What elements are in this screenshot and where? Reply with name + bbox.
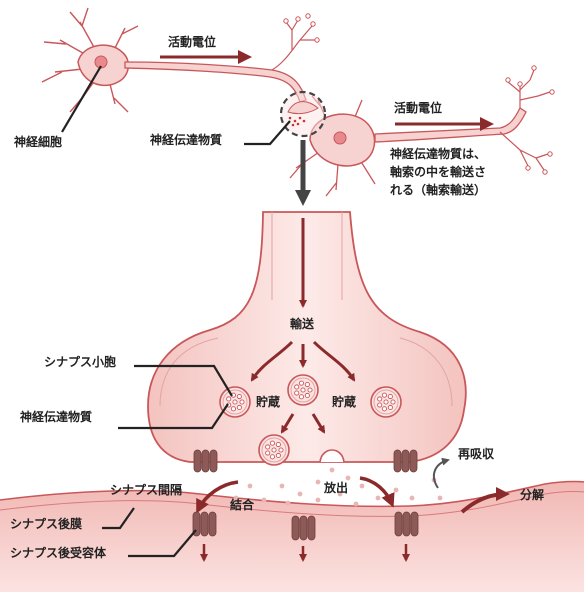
neurotransmitter-top-label: 神経伝達物質 — [150, 132, 222, 147]
vesicles — [219, 374, 402, 466]
postsynaptic-membrane-label: シナプス後膜 — [10, 516, 82, 531]
synaptic-vesicle-label: シナプス小胞 — [44, 354, 116, 369]
release-label: 放出 — [323, 480, 348, 495]
decomposition-arrow — [460, 487, 510, 514]
axonal-transport-note-line2: 軸索の中を輸送さ — [390, 164, 486, 179]
postsynaptic-receptors — [192, 511, 419, 541]
signal-arrows — [200, 544, 410, 562]
neurotransmitter-top-pointer — [244, 120, 291, 146]
action-potential-label-top: 活動電位 — [168, 34, 216, 49]
storage-arrows — [250, 340, 356, 434]
axonal-transport-note-line1: 神経伝達物質は、 — [390, 146, 486, 161]
binding-arrow — [196, 480, 239, 514]
storage-label-left: 貯蔵 — [256, 394, 280, 409]
synaptic-vesicle — [258, 434, 290, 466]
synaptic-vesicle-pointer — [134, 364, 233, 397]
presynaptic-terminal — [147, 211, 467, 463]
synaptic-cleft-label: シナプス間隔 — [110, 482, 182, 497]
axonal-transport-note-line3: れる（軸索輸送） — [390, 182, 486, 197]
postsynaptic-receptor-pointer — [128, 529, 197, 558]
transport-label: 輸送 — [290, 316, 315, 331]
neuron-2 — [289, 65, 555, 197]
action-potential-label-right: 活動電位 — [394, 100, 442, 115]
binding-label: 結合 — [230, 497, 255, 512]
storage-label-right: 貯蔵 — [332, 394, 356, 409]
neuron-label: 神経細胞 — [14, 134, 62, 149]
neurotransmitter-pointer — [118, 403, 229, 430]
reuptake-arrow — [432, 457, 450, 489]
synaptic-vesicle — [219, 386, 251, 418]
neurotransmitter-label: 神経伝達物質 — [20, 409, 92, 424]
postsynaptic-receptor-label: シナプス後受容体 — [10, 545, 107, 560]
neuron-1 — [41, 7, 320, 113]
presynaptic-transporters — [193, 449, 418, 473]
neurotransmitter-particles — [233, 467, 443, 507]
synaptic-vesicle — [370, 386, 402, 418]
reuptake-label: 再吸収 — [458, 447, 495, 461]
neuron-pointer — [61, 65, 102, 133]
decomposition-label: 分解 — [520, 487, 544, 502]
synaptic-vesicle — [287, 374, 319, 406]
release-arrow — [359, 476, 395, 508]
synapse-zoom-circle — [279, 90, 327, 138]
postsynaptic-membrane-pointer — [102, 507, 135, 530]
